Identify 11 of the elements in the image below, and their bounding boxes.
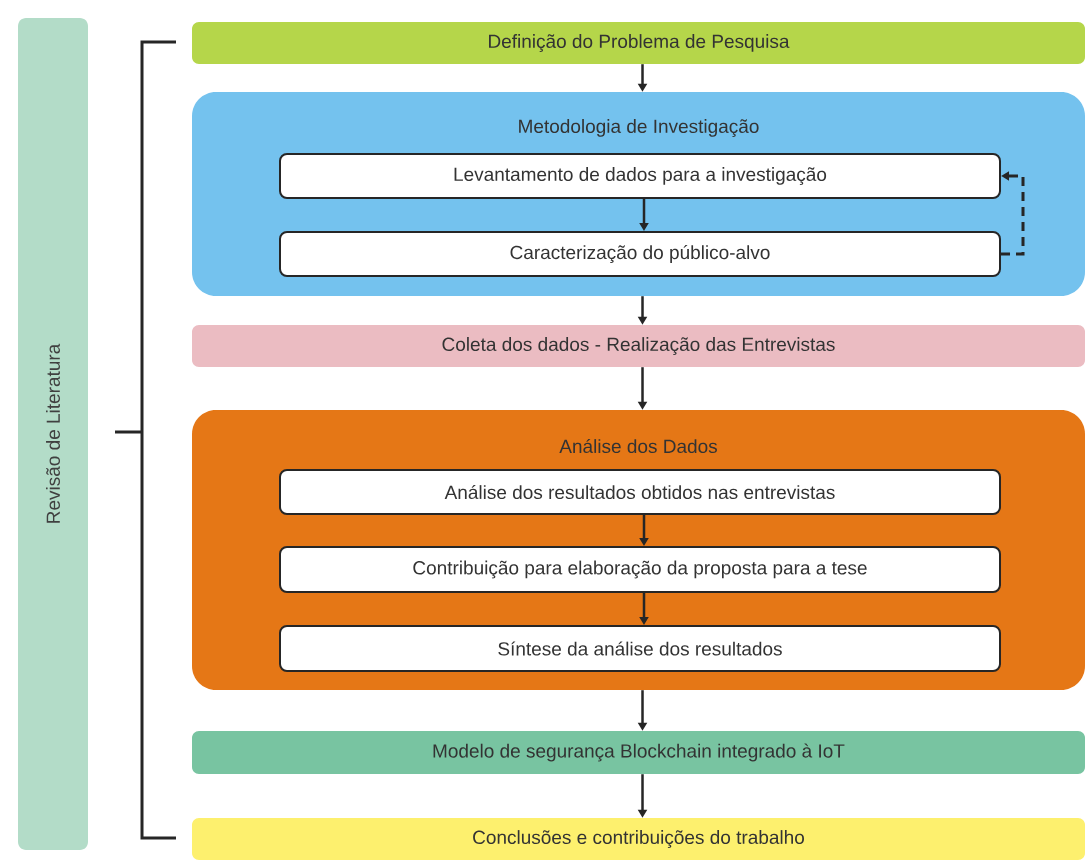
step-box: Contribuição para elaboração da proposta para a tese [279,546,1001,593]
step-box: Caracterização do público-alvo [279,231,1001,277]
step-box: Análise dos resultados obtidos nas entrevistas [279,469,1001,515]
vertical-band: Revisão de Literatura [18,18,88,850]
step-bar: Definição do Problema de Pesquisa [192,22,1085,64]
step-box: Síntese da análise dos resultados [279,625,1001,672]
step-bar: Modelo de segurança Blockchain integrado à IoT [192,731,1085,774]
arrow [1001,171,1025,256]
step-box: Levantamento de dados para a investigação [279,153,1001,199]
step-bar: Conclusões e contribuições do trabalho [192,818,1085,860]
step-bar: Coleta dos dados - Realização das Entrevistas [192,325,1085,367]
